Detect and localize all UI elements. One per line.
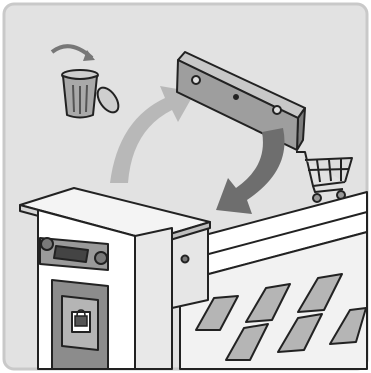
mounting-bracket bbox=[172, 228, 208, 308]
